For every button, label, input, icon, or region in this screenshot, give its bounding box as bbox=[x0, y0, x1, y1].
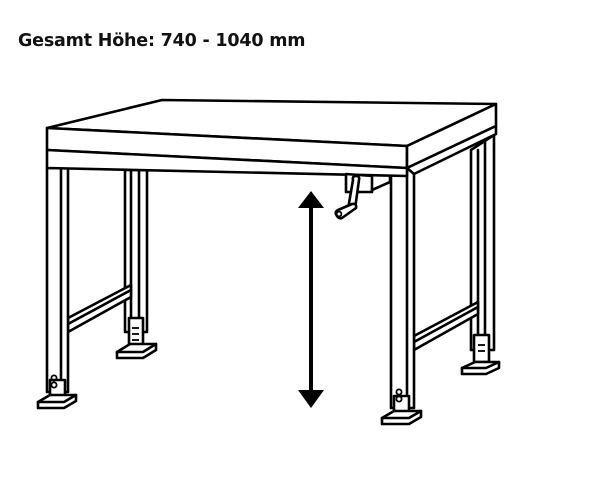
height-arrow-icon bbox=[298, 191, 324, 408]
rear-right-leg bbox=[460, 133, 501, 376]
rear-left-leg bbox=[115, 168, 158, 360]
table-top bbox=[45, 98, 498, 178]
left-side-brace bbox=[66, 283, 133, 334]
front-left-leg bbox=[36, 166, 78, 410]
total-height-title: Gesamt Höhe: 740 - 1040 mm bbox=[18, 31, 306, 51]
right-side-brace bbox=[412, 300, 480, 352]
hand-crank-icon bbox=[334, 172, 392, 220]
front-right-leg bbox=[380, 166, 423, 426]
